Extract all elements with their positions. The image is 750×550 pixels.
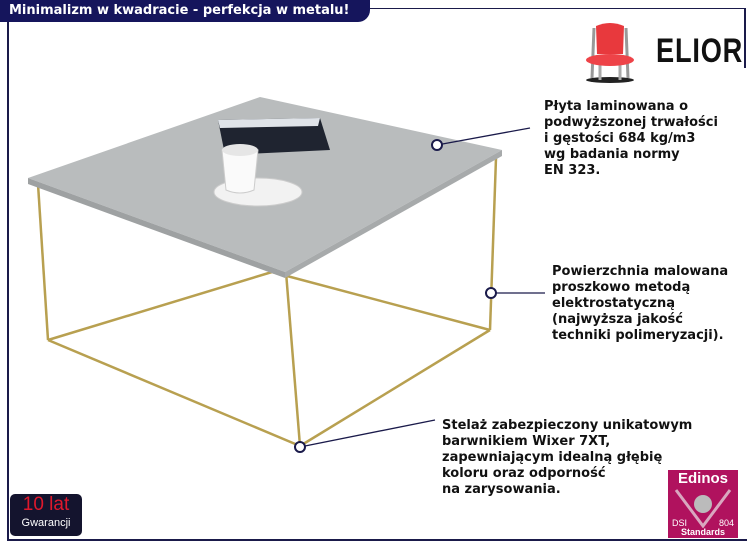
callout-frame: Stelaż zabezpieczony unikatowym barwniki… [442,418,692,498]
cert-bottom: Standards [680,527,725,537]
chair-icon [586,23,634,83]
callout-marker [294,441,306,453]
callout-line: EN 323. [544,163,601,178]
callout-marker [485,287,497,299]
callout-line: Płyta laminowana o [544,99,689,114]
callout-line: koloru oraz odporność [442,466,606,481]
cert-right: 804 [718,518,734,528]
frame-border [370,8,746,9]
cert-name: Edinos [677,470,728,487]
callout-powder-coat: Powierzchnia malowana proszkowo metodą e… [552,264,728,344]
brand-name: ELIOR [656,32,744,70]
callout-line: techniki polimeryzacji). [552,328,724,343]
frame-border [744,8,746,68]
frame-border [7,539,747,541]
page-title: Minimalizm w kwadracie - perfekcja w met… [0,0,370,22]
callout-line: zapewniającym idealną głębię [442,450,663,465]
callout-line: podwyższonej trwałości [544,115,718,130]
callout-line: na zarysowania. [442,482,561,497]
callout-line: proszkowo metodą [552,280,691,295]
callout-line: elektrostatyczną [552,296,676,311]
callout-laminate: Płyta laminowana o podwyższonej trwałośc… [544,99,718,179]
checkmark-icon [674,489,732,528]
warranty-badge: 10 lat Gwarancji [10,494,82,536]
callout-line: (najwyższa jakość [552,312,683,327]
callout-line: barwnikiem Wixer 7XT, [442,434,611,449]
warranty-label: Gwarancji [21,517,71,529]
warranty-years: 10 lat [22,494,70,515]
callout-line: Stelaż zabezpieczony unikatowym [442,418,693,433]
brand-logo: ELIOR [578,18,742,84]
certification-badge: Edinos DSI 804 Standards [668,470,738,538]
callout-marker [431,139,443,151]
callout-line: Powierzchnia malowana [552,264,729,279]
callout-line: i gęstości 684 kg/m3 [544,131,696,146]
cert-left: DSI [672,518,688,528]
callout-line: wg badania normy [544,147,680,162]
frame-border [7,22,9,540]
